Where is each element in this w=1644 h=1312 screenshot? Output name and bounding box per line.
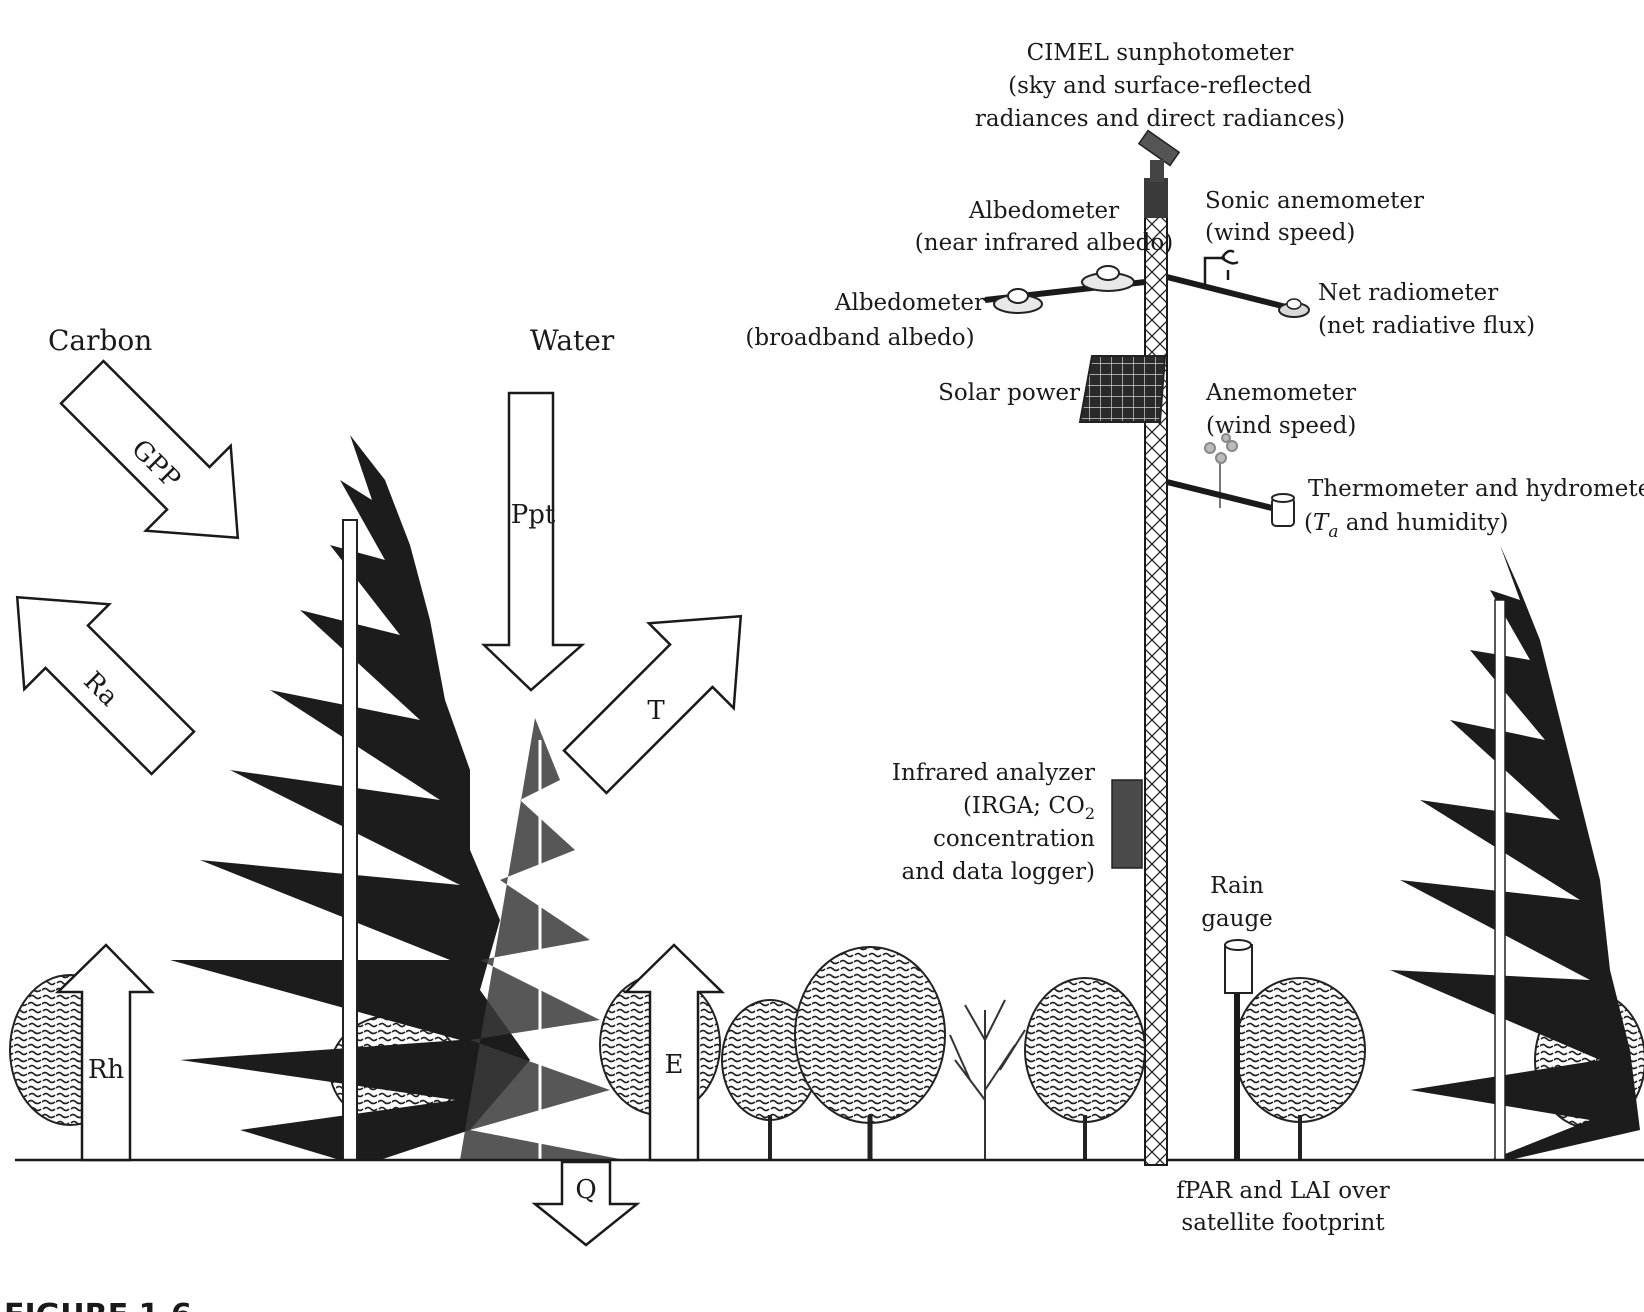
albedometer-broadband-label-line1: Albedometer [834, 290, 985, 316]
albedometer-nir-label-line1: Albedometer [968, 198, 1119, 224]
ppt-arrow-label: Ppt [511, 500, 556, 530]
thermometer-label-rest: and humidity) [1338, 510, 1508, 536]
net-radiometer-label-line2: (net radiative flux) [1318, 313, 1535, 339]
fpar-label-line1: fPAR and LAI over [1176, 1178, 1389, 1204]
e-arrow-label: E [665, 1050, 684, 1080]
irga-box [1111, 779, 1143, 869]
irga-label-sub: 2 [1085, 804, 1095, 823]
irga-label-line1: Infrared analyzer [892, 760, 1095, 786]
albedometer-broadband-icon [993, 288, 1043, 314]
cimel-label-line2: (sky and surface-reflected [1008, 73, 1312, 99]
albedometer-nir-label-line2: (near infrared albedo) [915, 230, 1173, 256]
irga-label-line4: and data logger) [902, 859, 1096, 885]
net-radiometer-label-line1: Net radiometer [1318, 280, 1498, 306]
anemometer-label-line1: Anemometer [1205, 380, 1356, 406]
rain-gauge-icon [1224, 939, 1253, 1160]
conifer-right [1390, 545, 1640, 1161]
albedometer-nir-icon [1081, 265, 1135, 292]
anemometer-icon [1204, 433, 1238, 508]
irga-label-line3: concentration [933, 826, 1095, 852]
gpp-arrow [59, 359, 240, 540]
albedometer-broadband-label-line2: (broadband albedo) [745, 325, 974, 351]
rh-arrow-label: Rh [88, 1055, 125, 1085]
sonic-anemometer-label-line2: (wind speed) [1205, 220, 1355, 246]
net-radiometer-icon [1278, 298, 1310, 318]
ppt-arrow [480, 391, 586, 692]
sonic-anemometer-icon [1203, 249, 1239, 285]
rain-gauge-label-line2: gauge [1201, 906, 1273, 932]
sonic-anemometer-label-line1: Sonic anemometer [1205, 188, 1424, 214]
figure-caption: FIGURE 1.6 [4, 1298, 192, 1312]
solar-panel-icon [1078, 355, 1167, 423]
conifer-middle [460, 718, 625, 1160]
q-arrow [531, 1160, 641, 1247]
cimel-label-line1: CIMEL sunphotometer [1027, 40, 1294, 66]
conifer-left [170, 435, 530, 1161]
flux-tower [984, 129, 1310, 1166]
sunphotometer-icon [1137, 129, 1181, 182]
t-arrow-label: T [647, 696, 665, 726]
anemometer-label-line2: (wind speed) [1206, 413, 1356, 439]
cimel-label-line3: radiances and direct radiances) [975, 106, 1345, 132]
thermometer-label-line1: Thermometer and hydrometer [1308, 476, 1644, 502]
thermometer-label-line2: (Ta and humidity) [1304, 510, 1508, 542]
q-arrow-label: Q [575, 1175, 596, 1205]
irga-label-co: (IRGA; CO [963, 793, 1085, 819]
fpar-label-line2: satellite footprint [1181, 1210, 1385, 1236]
water-heading: Water [530, 324, 615, 357]
thermometer-hydrometer-icon [1271, 493, 1295, 527]
t-arrow [562, 614, 743, 795]
solar-power-label: Solar power [938, 380, 1080, 406]
rh-arrow [54, 943, 155, 1162]
carbon-heading: Carbon [48, 324, 152, 357]
thermometer-label-open: ( [1304, 510, 1313, 536]
rain-gauge-label-line1: Rain [1210, 873, 1264, 899]
irga-label-line2: (IRGA; CO2 [963, 793, 1095, 823]
ra-arrow [15, 595, 196, 776]
thermometer-label-t: T [1313, 510, 1330, 536]
thermometer-label-sub: a [1328, 522, 1338, 542]
e-arrow [622, 943, 726, 1162]
